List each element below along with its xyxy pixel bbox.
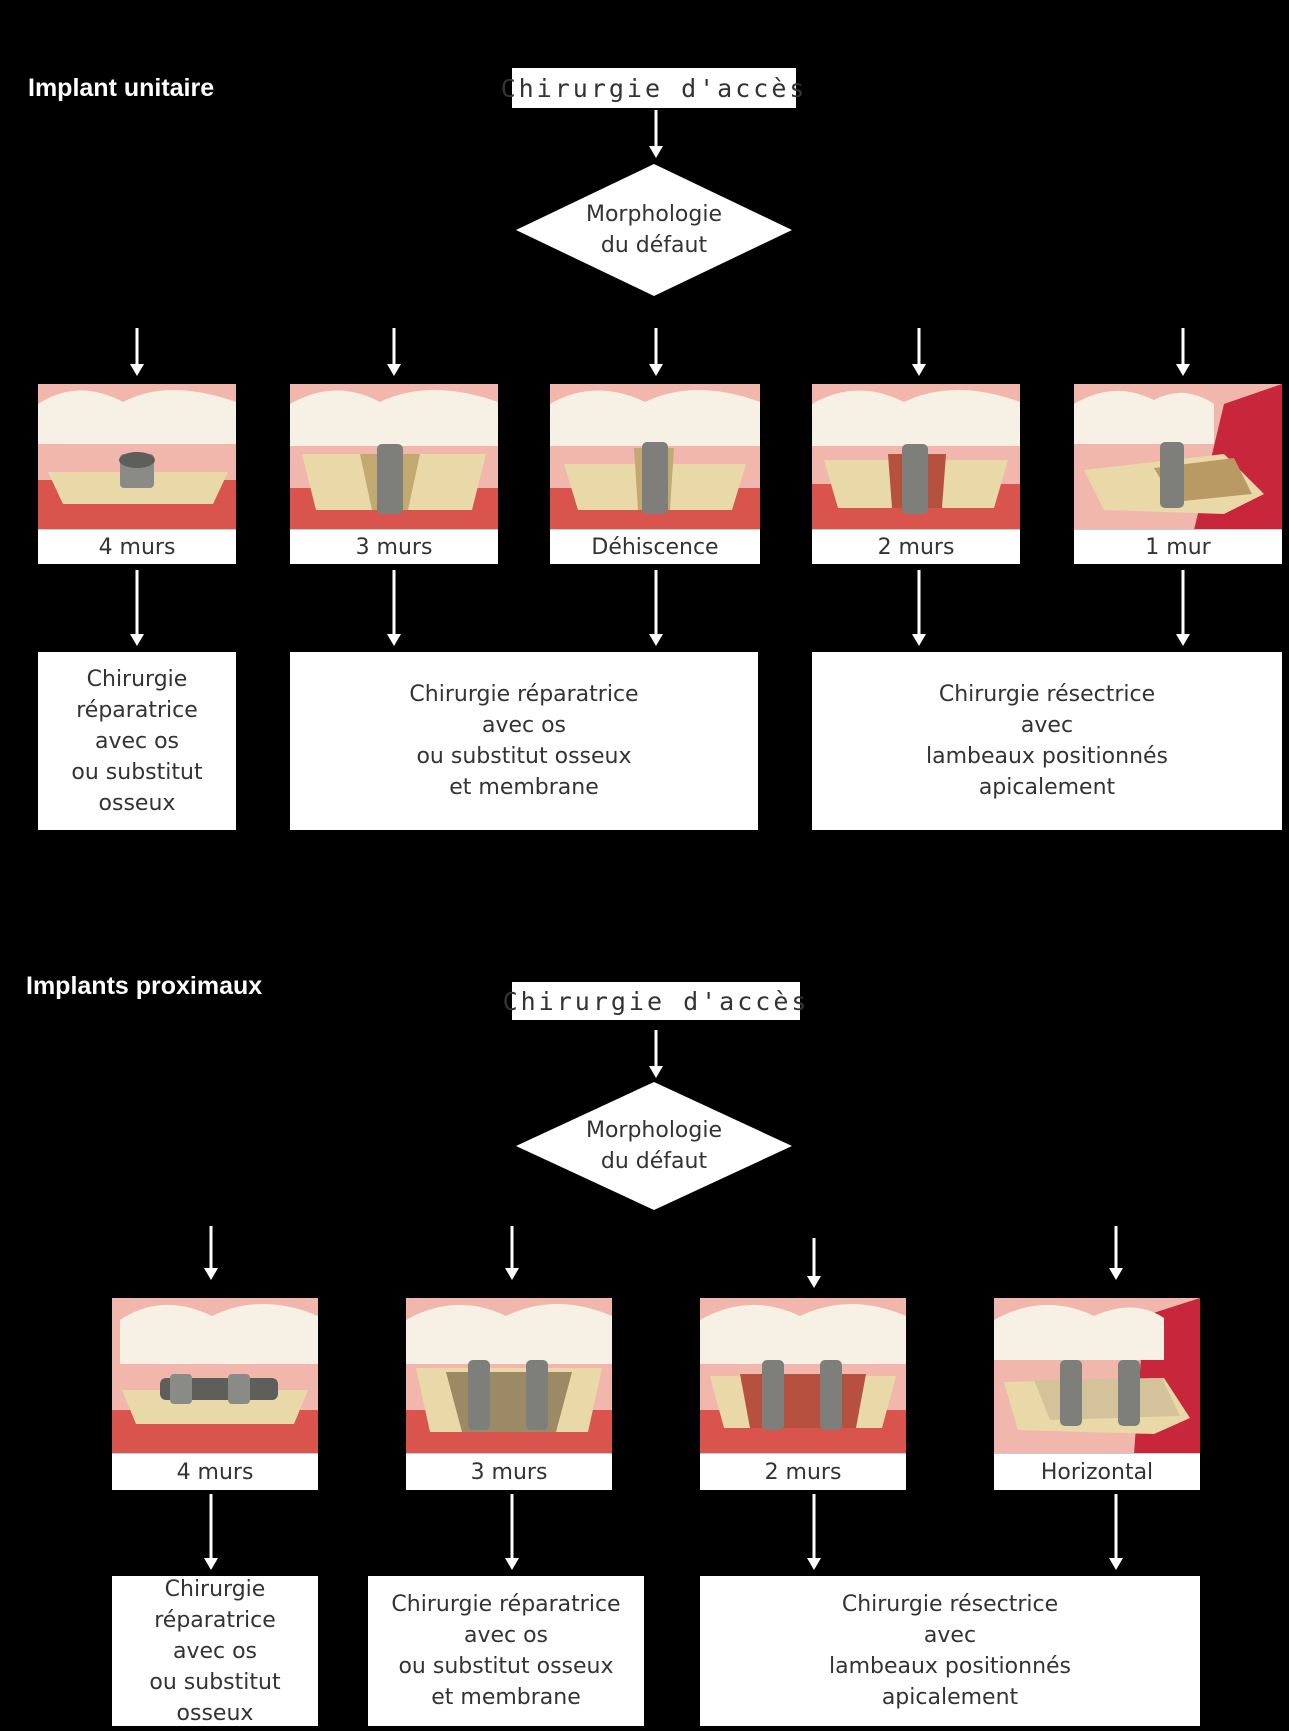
decision-label: Morphologie du défaut: [585, 1118, 723, 1174]
outcome-resectrice: Chirurgie résectrice avec lambeaux posit…: [700, 1576, 1200, 1726]
card-caption: 1 mur: [1074, 529, 1282, 564]
arrow-to-outcome-2b: [649, 570, 663, 646]
section-title-implants-proximaux: Implants proximaux: [26, 972, 263, 1000]
tooth-implant-illustration: [812, 384, 1020, 530]
tooth-implants-illustration: [700, 1298, 906, 1454]
diamond-shape: [516, 1082, 792, 1210]
card-caption: 4 murs: [112, 1453, 318, 1490]
tooth-implant-illustration: [290, 384, 498, 530]
arrow-to-card-4: [1109, 1226, 1123, 1280]
arrow-to-outcome-3a: [912, 570, 926, 646]
tooth-implant-illustration: [1074, 384, 1282, 530]
tooth-implant-illustration: [550, 384, 760, 530]
tooth-implants-illustration: [406, 1298, 612, 1454]
card-caption: Déhiscence: [550, 529, 760, 564]
tooth-implant-illustration: [38, 384, 236, 530]
arrow-to-card-3: [807, 1238, 821, 1288]
arrow-access-to-decision: [649, 1030, 663, 1078]
tooth-implants-illustration: [112, 1298, 318, 1454]
arrow-to-card-1: [204, 1226, 218, 1280]
access-surgery-box: Chirurgie d'accès: [503, 982, 806, 1020]
outcome-reparatrice-simple: Chirurgie réparatrice avec os ou substit…: [38, 652, 236, 830]
card-caption: 2 murs: [700, 1453, 906, 1490]
arrow-to-outcome-1: [130, 570, 144, 646]
defect-card-dehiscence: Déhiscence: [550, 384, 760, 564]
arrow-to-card-2: [505, 1226, 519, 1280]
decision-diamond: Morphologie du défaut: [516, 1082, 792, 1210]
outcome-reparatrice-membrane: Chirurgie réparatrice avec os ou substit…: [290, 652, 758, 830]
arrow-to-outcome-2: [505, 1494, 519, 1570]
arrow-to-outcome-2a: [387, 570, 401, 646]
section-title-implant-unitaire: Implant unitaire: [28, 74, 215, 102]
outcome-reparatrice-membrane: Chirurgie réparatrice avec os ou substit…: [368, 1576, 644, 1726]
decision-diamond: Morphologie du défaut: [516, 164, 792, 296]
arrow-to-card-4: [912, 328, 926, 376]
access-surgery-box: Chirurgie d'accès: [501, 68, 804, 108]
defect-card-3-murs: 3 murs: [290, 384, 498, 564]
decision-label: Morphologie du défaut: [585, 202, 723, 258]
diamond-shape: [516, 164, 792, 296]
tooth-implants-illustration: [994, 1298, 1200, 1454]
defect-card-3-murs: 3 murs: [406, 1298, 612, 1490]
defect-card-1-mur: 1 mur: [1074, 384, 1282, 564]
card-caption: 2 murs: [812, 529, 1020, 564]
defect-card-2-murs: 2 murs: [812, 384, 1020, 564]
defect-card-horizontal: Horizontal: [994, 1298, 1200, 1490]
arrow-to-outcome-1: [204, 1494, 218, 1570]
card-caption: Horizontal: [994, 1453, 1200, 1490]
arrow-access-to-decision: [649, 110, 663, 158]
outcome-resectrice: Chirurgie résectrice avec lambeaux posit…: [812, 652, 1282, 830]
arrow-to-outcome-3a: [807, 1494, 821, 1570]
arrow-to-outcome-3b: [1176, 570, 1190, 646]
defect-card-4-murs: 4 murs: [112, 1298, 318, 1490]
outcome-reparatrice-simple: Chirurgie réparatrice avec os ou substit…: [112, 1576, 318, 1726]
arrow-to-card-1: [130, 328, 144, 376]
card-caption: 3 murs: [290, 529, 498, 564]
defect-card-4-murs: 4 murs: [38, 384, 236, 564]
card-caption: 3 murs: [406, 1453, 612, 1490]
defect-card-2-murs: 2 murs: [700, 1298, 906, 1490]
arrow-to-card-5: [1176, 328, 1190, 376]
card-caption: 4 murs: [38, 529, 236, 564]
arrow-to-card-2: [387, 328, 401, 376]
arrow-to-card-3: [649, 328, 663, 376]
arrow-to-outcome-3b: [1109, 1494, 1123, 1570]
